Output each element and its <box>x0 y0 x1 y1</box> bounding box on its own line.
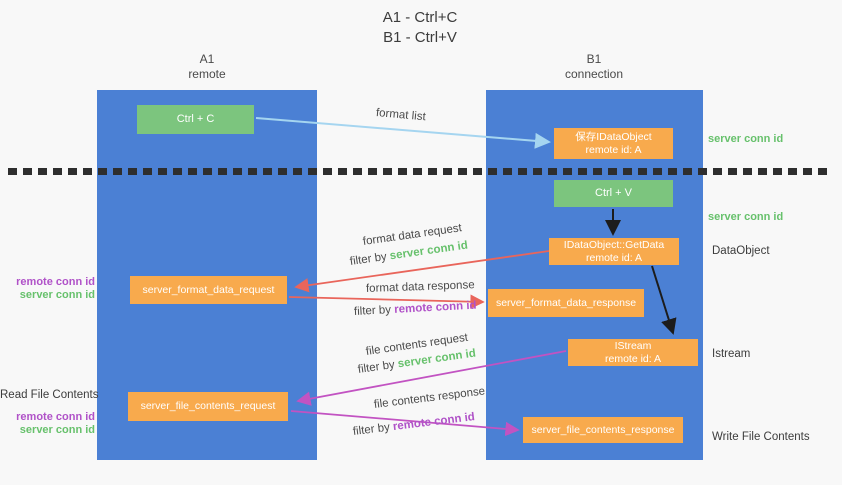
node-server-format-data-request: server_format_data_request <box>130 276 287 304</box>
node-server-file-contents-request: server_file_contents_request <box>128 392 288 421</box>
node-istream-line2: remote id: A <box>604 352 662 365</box>
node-ctrl-v: Ctrl + V <box>554 180 673 207</box>
lane-b-header: B1 connection <box>534 52 654 82</box>
node-ctrl-c: Ctrl + C <box>137 105 254 134</box>
filter-by-text: filter by <box>352 421 391 438</box>
remote-conn-id-label: remote conn id <box>16 276 95 288</box>
write-file-contents-label: Write File Contents <box>712 431 810 443</box>
node-istream: IStream remote id: A <box>568 339 698 366</box>
read-file-contents-label: Read File Contents <box>0 389 99 401</box>
lane-b-name: B1 <box>586 52 602 66</box>
node-getdata-line1: IDataObject::GetData <box>563 238 665 251</box>
lane-a-subtitle: remote <box>188 67 226 81</box>
title-line-a: A1 - Ctrl+C <box>382 9 458 26</box>
server-conn-id-text: server conn id <box>389 239 469 263</box>
filter-by-text: filter by <box>357 358 396 376</box>
label-format-data-response: format data response <box>365 279 475 295</box>
dataobject-label: DataObject <box>712 245 770 257</box>
node-getdata-line2: remote id: A <box>585 251 643 264</box>
node-ctrl-c-label: Ctrl + C <box>176 113 215 125</box>
label-format-list: format list <box>375 107 427 124</box>
diagram-title: A1 - Ctrl+C B1 - Ctrl+V <box>320 8 520 48</box>
node-save-idataobject: 保存IDataObject remote id: A <box>554 128 673 159</box>
filter-by-text: filter by <box>349 250 388 268</box>
lane-a-name: A1 <box>199 52 215 66</box>
phase-separator-dotted-line <box>8 168 832 175</box>
remote-conn-id-label: remote conn id <box>16 411 95 423</box>
node-istream-line1: IStream <box>614 339 652 352</box>
label-file-contents-response: file contents response <box>373 385 486 411</box>
left-conn-id-group-bottom: remote conn id server conn id <box>0 411 95 437</box>
lane-a-header: A1 remote <box>147 52 267 82</box>
left-conn-id-group-top: remote conn id server conn id <box>0 276 95 302</box>
node-server-format-data-response-label: server_format_data_response <box>495 296 637 309</box>
node-server-file-contents-response: server_file_contents_response <box>523 417 683 443</box>
node-server-format-data-response: server_format_data_response <box>488 289 644 317</box>
label-filter-by-remote-conn-id-1: filter by remote conn id <box>354 300 477 318</box>
server-conn-id-label: server conn id <box>19 424 95 436</box>
node-server-file-contents-response-label: server_file_contents_response <box>531 423 675 436</box>
node-ctrl-v-label: Ctrl + V <box>595 187 632 199</box>
server-conn-id-label: server conn id <box>19 289 95 301</box>
node-save-idataobject-line2: remote id: A <box>585 143 642 156</box>
node-server-format-data-request-label: server_format_data_request <box>142 283 275 296</box>
server-conn-id-label-right-mid: server conn id <box>708 211 784 223</box>
lane-b-subtitle: connection <box>564 67 624 81</box>
server-conn-id-label-right-top: server conn id <box>708 133 784 145</box>
remote-conn-id-text: remote conn id <box>392 411 476 434</box>
filter-by-text: filter by <box>353 304 392 318</box>
node-idataobject-getdata: IDataObject::GetData remote id: A <box>549 238 679 265</box>
title-line-b: B1 - Ctrl+V <box>383 29 457 46</box>
node-server-file-contents-request-label: server_file_contents_request <box>140 400 276 412</box>
istream-label: Istream <box>712 348 751 360</box>
label-filter-by-remote-conn-id-2: filter by remote conn id <box>352 411 475 438</box>
node-save-idataobject-line1: 保存IDataObject <box>575 130 652 143</box>
remote-conn-id-text: remote conn id <box>393 299 477 316</box>
